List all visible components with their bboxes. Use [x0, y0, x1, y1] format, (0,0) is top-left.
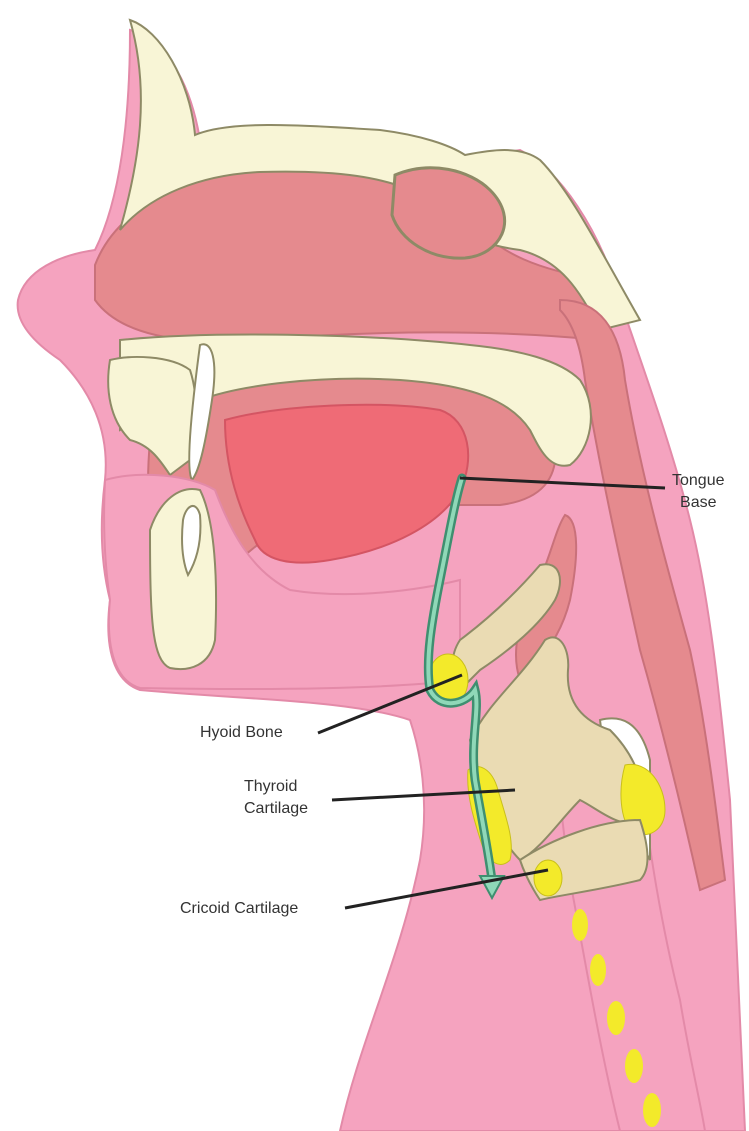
label-tongue-base-line1: Tongue: [672, 470, 725, 492]
tracheal-ring: [572, 909, 588, 941]
tracheal-ring: [643, 1093, 661, 1127]
label-thyroid-cartilage: Thyroid Cartilage: [244, 776, 308, 820]
tracheal-ring: [607, 1001, 625, 1035]
label-tongue-base-line2: Base: [672, 492, 725, 514]
label-thyroid-line2: Cartilage: [244, 798, 308, 820]
label-hyoid-bone: Hyoid Bone: [200, 722, 283, 744]
label-tongue-base: Tongue Base: [672, 470, 725, 514]
tracheal-ring: [590, 954, 606, 986]
tracheal-ring: [625, 1049, 643, 1083]
label-cricoid-cartilage: Cricoid Cartilage: [180, 898, 298, 920]
label-thyroid-line1: Thyroid: [244, 776, 308, 798]
cricoid-front: [534, 860, 562, 896]
